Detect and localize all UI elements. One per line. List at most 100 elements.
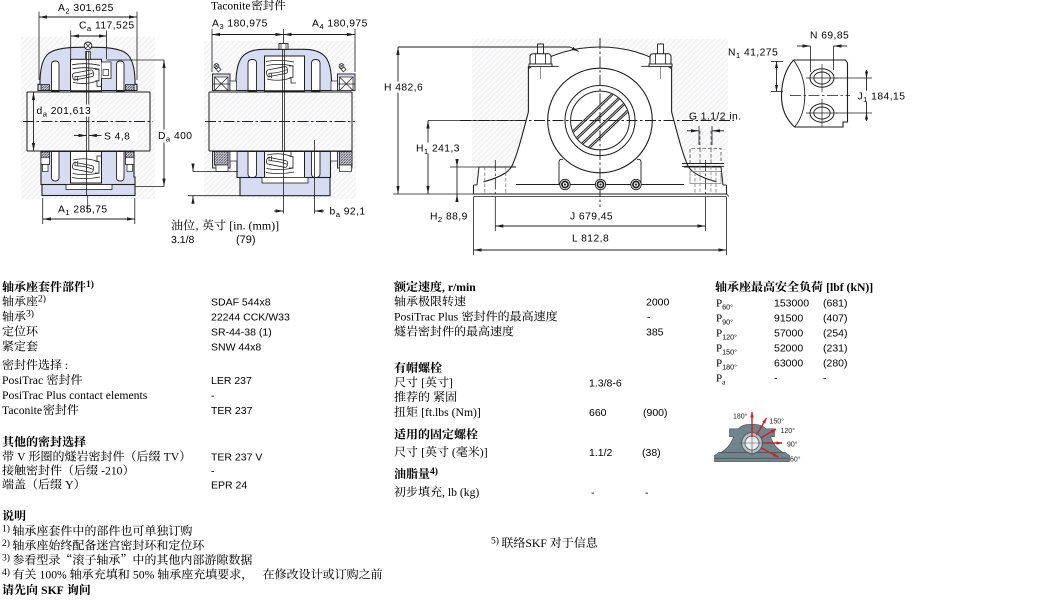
svg-text:Taconite: Taconite <box>2 404 42 417</box>
svg-text:60°: 60° <box>790 456 801 464</box>
svg-text:]: ] <box>449 377 453 390</box>
svg-text:-: - <box>211 466 215 478</box>
svg-text:[: [ <box>421 446 425 459</box>
svg-text:ba 92,1: ba 92,1 <box>330 207 366 220</box>
svg-text:SKF: SKF <box>525 537 549 550</box>
svg-text:Ca 117,525: Ca 117,525 <box>79 21 135 34</box>
svg-text:(79): (79) <box>236 234 256 246</box>
svg-text:EPR 24: EPR 24 <box>211 480 247 492</box>
svg-text:63000: 63000 <box>774 358 803 370</box>
svg-text:57000: 57000 <box>774 328 803 340</box>
svg-text:H2 88,9: H2 88,9 <box>430 212 468 225</box>
svg-text:-: - <box>647 312 651 324</box>
svg-text:[ft.lbs (Nm)]: [ft.lbs (Nm)] <box>421 406 481 419</box>
svg-text:150°: 150° <box>770 418 785 426</box>
svg-text:V: V <box>17 451 28 464</box>
svg-text:153000: 153000 <box>774 298 809 310</box>
svg-text:J1 184,15: J1 184,15 <box>858 92 906 105</box>
svg-text:TER 237 V: TER 237 V <box>211 452 262 464</box>
svg-text:91500: 91500 <box>774 313 803 325</box>
svg-text:P: P <box>716 358 722 370</box>
svg-text:100%: 100% <box>40 569 70 582</box>
svg-text:150°: 150° <box>722 348 737 357</box>
svg-text:(681): (681) <box>823 298 848 310</box>
svg-text:2): 2) <box>2 538 12 549</box>
svg-text:22244 CCK/W33: 22244 CCK/W33 <box>211 312 290 324</box>
svg-text:)]: )] <box>480 446 488 459</box>
svg-text:660: 660 <box>589 407 607 419</box>
svg-text:SNW 44x8: SNW 44x8 <box>211 342 261 354</box>
svg-text:(231): (231) <box>823 343 848 355</box>
svg-text:PosiTrac Plus: PosiTrac Plus <box>394 311 461 324</box>
svg-text:(900): (900) <box>643 407 668 419</box>
svg-text:(280): (280) <box>823 358 848 370</box>
svg-text:(254): (254) <box>823 328 848 340</box>
svg-text::: : <box>62 359 68 372</box>
svg-text:Y: Y <box>65 479 74 492</box>
svg-text:1.1/2: 1.1/2 <box>589 447 613 459</box>
svg-text:A2 301,625: A2 301,625 <box>58 3 114 16</box>
svg-text:180°: 180° <box>733 413 748 421</box>
svg-text:TER 237: TER 237 <box>211 405 253 417</box>
svg-text:[: [ <box>421 377 425 390</box>
svg-text:A1 285,75: A1 285,75 <box>58 205 108 218</box>
svg-text:H 482,6: H 482,6 <box>384 83 423 94</box>
svg-text:[lbf (kN)]: [lbf (kN)] <box>826 281 873 294</box>
svg-text:P: P <box>716 373 722 385</box>
svg-text:PosiTrac: PosiTrac <box>2 374 46 387</box>
svg-text:(38): (38) <box>642 447 661 459</box>
svg-text:J 679,45: J 679,45 <box>570 212 613 223</box>
svg-text:P: P <box>716 343 722 355</box>
svg-text:50%: 50% <box>133 569 157 582</box>
svg-text:a: a <box>722 378 726 387</box>
svg-text:, lb (kg): , lb (kg) <box>442 486 479 499</box>
svg-text:60°: 60° <box>722 303 733 312</box>
svg-text:N 69,85: N 69,85 <box>810 31 849 42</box>
svg-text:385: 385 <box>646 327 664 339</box>
svg-text:SDAF 544x8: SDAF 544x8 <box>211 297 271 309</box>
svg-text:3): 3) <box>26 309 34 320</box>
svg-text:P: P <box>716 328 722 340</box>
svg-text:-: - <box>774 373 778 385</box>
svg-text:(407): (407) <box>823 313 848 325</box>
svg-text:4): 4) <box>430 466 438 477</box>
svg-text:Da 400: Da 400 <box>158 131 192 144</box>
svg-text:90°: 90° <box>722 318 733 327</box>
svg-text:-: - <box>645 487 649 499</box>
svg-text:-210: -210 <box>101 465 123 478</box>
svg-text:N1 41,275: N1 41,275 <box>728 48 778 61</box>
svg-text:-: - <box>591 487 595 499</box>
svg-text:90°: 90° <box>787 441 798 449</box>
svg-text:SKF: SKF <box>41 584 66 597</box>
svg-text:da 201,613: da 201,613 <box>37 106 92 119</box>
svg-text:-: - <box>823 373 827 385</box>
svg-text:1.3/8-6: 1.3/8-6 <box>589 378 622 390</box>
svg-text:A3 180,975: A3 180,975 <box>212 19 268 32</box>
svg-text:180°: 180° <box>722 363 737 372</box>
svg-text:A4 180,975: A4 180,975 <box>312 19 368 32</box>
svg-text:4): 4) <box>2 567 12 578</box>
svg-text:Taconite: Taconite <box>211 1 250 13</box>
svg-text:P: P <box>716 298 722 310</box>
svg-text:SR-44-38 (1): SR-44-38 (1) <box>211 327 272 339</box>
svg-text:5): 5) <box>491 536 501 547</box>
svg-text:H1 241,3: H1 241,3 <box>416 144 460 157</box>
svg-text:3): 3) <box>2 553 12 564</box>
svg-text:[in. (mm)]: [in. (mm)] <box>229 219 279 233</box>
svg-text:3.1/8: 3.1/8 <box>171 234 195 246</box>
svg-text:1): 1) <box>2 524 12 535</box>
svg-text:2000: 2000 <box>646 297 670 309</box>
svg-text:, r/min: , r/min <box>442 281 476 294</box>
svg-text:LER 237: LER 237 <box>211 375 252 387</box>
svg-text:120°: 120° <box>722 333 737 342</box>
svg-text:(: ( <box>449 446 456 459</box>
svg-text:2): 2) <box>38 294 46 305</box>
svg-text:PosiTrac Plus contact elements: PosiTrac Plus contact elements <box>2 389 148 402</box>
svg-text:120°: 120° <box>781 427 796 435</box>
svg-text:-: - <box>211 390 215 402</box>
svg-text:TV: TV <box>164 451 180 464</box>
svg-text:G 1.1/2 in.: G 1.1/2 in. <box>689 112 741 123</box>
svg-text:S 4,8: S 4,8 <box>104 132 130 143</box>
svg-text:52000: 52000 <box>774 343 803 355</box>
svg-text:1): 1) <box>86 279 94 290</box>
